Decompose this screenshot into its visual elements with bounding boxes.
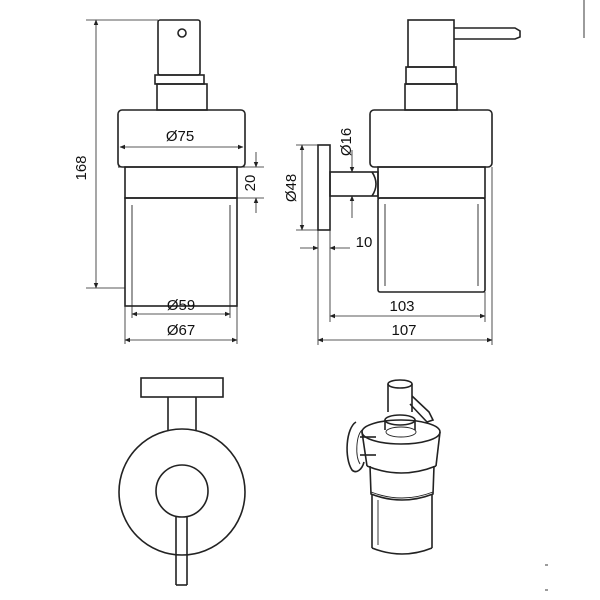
front-collar-band <box>124 166 238 199</box>
front-view <box>117 19 246 307</box>
side-pump-neck <box>404 83 458 111</box>
dim-wall-gap: 10 <box>356 234 373 251</box>
side-spout <box>454 27 521 40</box>
front-nozzle-hole <box>177 28 187 38</box>
top-wall-plate <box>140 377 224 398</box>
side-lid <box>369 109 493 168</box>
persp-pump-top <box>387 379 413 389</box>
top-lid-outline <box>118 428 246 556</box>
front-dimensions: 168 Ø75 20 Ø59 Ø67 <box>73 19 264 344</box>
dim-base-inner-diameter: Ø59 <box>167 297 195 314</box>
dim-overall-depth: 107 <box>391 322 416 339</box>
perspective-view <box>346 379 441 555</box>
persp-glass-bottom <box>371 547 433 555</box>
side-glass-body <box>377 197 486 293</box>
front-pump-head <box>157 19 201 76</box>
front-pump-collar <box>154 74 205 85</box>
top-pump-outline <box>155 464 209 518</box>
dim-arm-diameter: Ø16 <box>338 128 355 156</box>
front-glass-body <box>124 197 238 307</box>
dim-rosette-diameter: Ø48 <box>283 174 300 202</box>
front-pump-neck <box>156 83 208 111</box>
side-collar-band <box>377 166 486 199</box>
side-pump-collar <box>405 66 457 85</box>
wall-rosette <box>317 144 331 231</box>
dim-overall-height: 168 <box>73 155 90 180</box>
side-view <box>317 19 521 293</box>
side-dimensions: Ø48 Ø16 10 103 107 <box>283 128 493 345</box>
dim-body-depth: 103 <box>389 298 414 315</box>
top-view <box>118 377 246 586</box>
dim-collar-height: 20 <box>242 175 259 192</box>
dim-lid-diameter: Ø75 <box>166 128 194 145</box>
persp-lid-top <box>361 419 441 445</box>
support-arm <box>329 171 379 197</box>
persp-wall-mount <box>346 421 365 473</box>
persp-spout <box>409 395 435 423</box>
side-pump-head <box>407 19 455 68</box>
dim-base-outer-diameter: Ø67 <box>167 322 195 339</box>
